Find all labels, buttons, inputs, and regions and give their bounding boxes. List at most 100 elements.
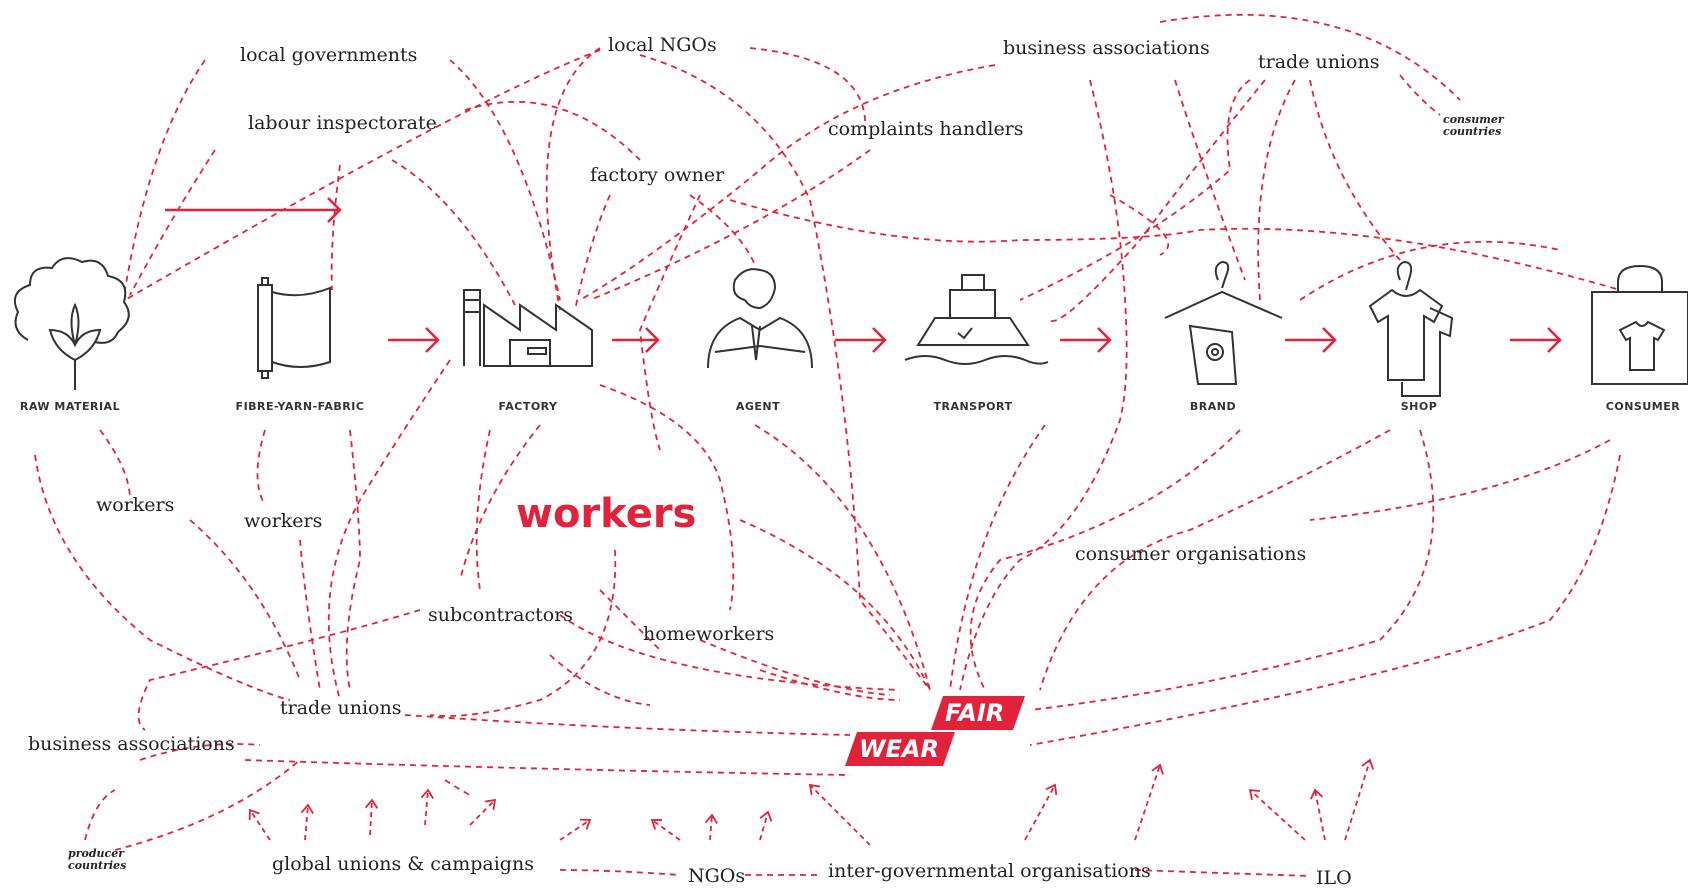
relationship-line — [1029, 429, 1435, 711]
arrowhead-icon — [650, 819, 663, 830]
relationship-line — [545, 47, 601, 311]
factory-icon — [463, 289, 593, 367]
supply-chain-arrows — [165, 197, 1562, 353]
stage-label-consumer: CONSUMER — [1605, 400, 1681, 413]
relationship-line — [959, 79, 1128, 691]
arrowhead-icon — [1361, 758, 1375, 770]
influence-arrow — [249, 809, 271, 841]
influence-arrow — [304, 804, 309, 841]
influence-arrow — [469, 799, 496, 826]
influence-arrow — [709, 814, 713, 841]
label-trade-unions-top: trade unions — [1258, 51, 1380, 73]
relationship-line — [256, 429, 266, 506]
relationship-line — [475, 429, 491, 591]
relationship-line — [1174, 79, 1246, 281]
relationship-line — [99, 429, 131, 501]
label-ilo: ILO — [1316, 867, 1352, 889]
influence-arrow — [1344, 759, 1371, 841]
label-factory-owner: factory owner — [590, 164, 725, 186]
influence-arrow — [1314, 789, 1326, 841]
relationship-line — [639, 54, 931, 691]
arrowhead-icon — [1248, 788, 1261, 800]
relationship-line — [559, 869, 681, 876]
relationship-line — [139, 743, 261, 761]
relationship-line — [345, 429, 361, 691]
relationship-line — [549, 654, 651, 706]
arrow-right-icon — [165, 197, 342, 223]
relationship-line — [639, 194, 701, 451]
label-complaints-handlers: complaints handlers — [828, 118, 1024, 140]
stage-label-brand: BRAND — [1189, 400, 1237, 413]
label-inter-governmental-organisations: inter-governmental organisations — [828, 860, 1151, 882]
relationship-line — [449, 59, 561, 301]
stage-label-raw-material: RAW MATERIAL — [19, 400, 121, 413]
arrow-right-icon — [388, 327, 440, 353]
label-homeworkers: homeworkers — [643, 623, 775, 645]
label-producer-countries: producer countries — [68, 847, 127, 872]
relationship-line — [1257, 79, 1296, 301]
label-business-associations-bottom: business associations — [28, 733, 235, 755]
label-labour-inspectorate: labour inspectorate — [248, 112, 437, 134]
arrowhead-icon — [1310, 788, 1323, 800]
label-trade-unions-bottom: trade unions — [280, 697, 402, 719]
label-consumer-organisations: consumer organisations — [1075, 543, 1307, 565]
arrowhead-icon — [759, 810, 773, 822]
influence-arrow — [559, 819, 591, 841]
relationship-line — [1049, 79, 1266, 322]
arrow-right-icon — [612, 327, 660, 353]
relationship-line — [391, 159, 516, 306]
shopping-bag-icon — [1591, 264, 1688, 385]
label-workers-raw: workers — [96, 494, 175, 516]
influence-arrow — [424, 789, 429, 826]
influence-arrow — [1249, 789, 1306, 841]
arrowhead-icon — [579, 818, 592, 830]
relationship-line — [244, 759, 851, 776]
relationship-line — [589, 149, 871, 301]
label-workers-main: workers — [516, 491, 697, 537]
relationship-line — [404, 714, 851, 736]
relationship-line — [739, 519, 931, 691]
relationship-line — [579, 64, 996, 301]
label-local-governments: local governments — [240, 44, 418, 66]
relationship-line — [949, 424, 1046, 691]
relationship-line — [1299, 240, 1561, 301]
stage-label-shop: SHOP — [1400, 400, 1438, 413]
stage-label-transport: TRANSPORT — [933, 400, 1013, 413]
arrowhead-icon — [420, 788, 434, 800]
label-local-ngos: local NGOs — [608, 34, 717, 56]
arrowhead-icon — [484, 798, 497, 811]
relationship-line — [129, 149, 216, 296]
label-subcontractors: subcontractors — [428, 604, 574, 626]
arrowhead-icon — [1151, 763, 1164, 775]
relationship-line — [1029, 454, 1621, 746]
hanger-tag-icon — [1164, 260, 1283, 385]
relationship-lines — [34, 13, 1621, 877]
relationship-line — [1134, 869, 1311, 877]
relationship-line — [1399, 74, 1441, 116]
arrow-right-icon — [1060, 327, 1112, 353]
arrow-right-icon — [1285, 327, 1337, 353]
relationship-line — [754, 424, 931, 691]
logo-wear-text: WEAR — [859, 735, 939, 763]
label-consumer-countries: consumer countries — [1443, 113, 1504, 138]
influence-arrow — [369, 799, 373, 836]
arrowhead-icon — [248, 808, 260, 821]
relationship-line — [749, 47, 866, 131]
fabric-roll-icon — [257, 277, 331, 379]
arrowhead-icon — [808, 783, 821, 796]
relationship-line — [599, 589, 661, 651]
relationship-line — [599, 384, 735, 611]
influence-arrow — [1134, 764, 1161, 841]
arrow-right-icon — [835, 327, 887, 353]
label-global-unions-campaigns: global unions & campaigns — [272, 853, 534, 875]
agent-icon — [707, 268, 813, 369]
influence-arrow — [809, 784, 871, 846]
relationship-line — [124, 49, 601, 301]
logo-fair-text: FAIR — [945, 699, 1005, 727]
relationship-line — [464, 100, 641, 161]
arrowhead-icon — [1045, 783, 1058, 796]
relationship-line — [689, 194, 756, 266]
relationship-line — [699, 639, 891, 696]
ship-icon — [904, 274, 1049, 365]
stage-label-factory: FACTORY — [498, 400, 558, 413]
